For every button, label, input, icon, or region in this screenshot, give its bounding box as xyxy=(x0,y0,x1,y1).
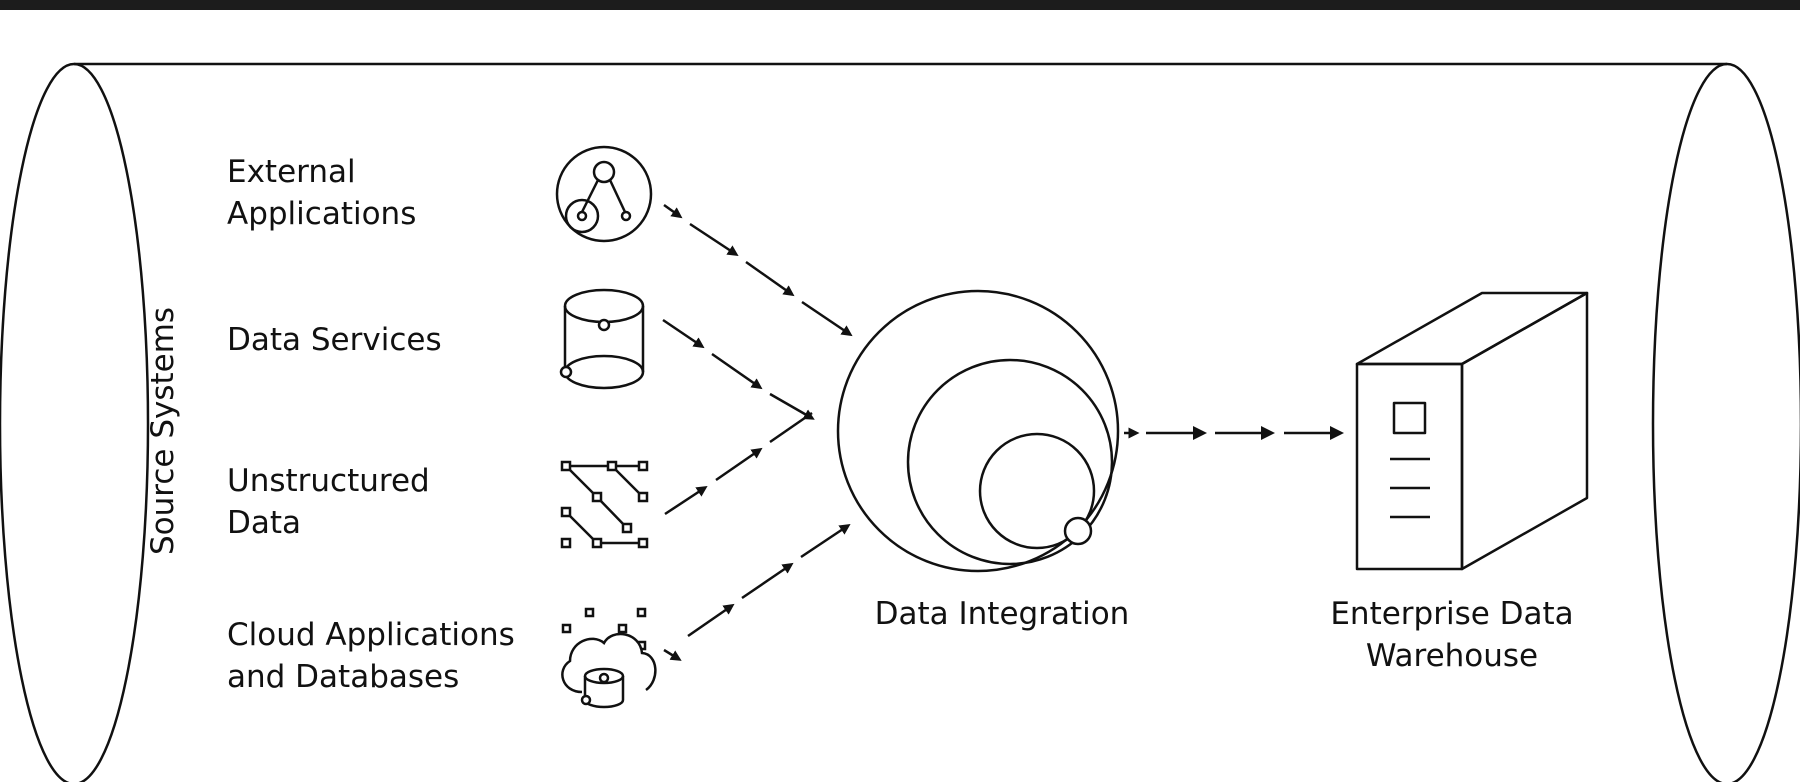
source-label-line-1: Data Services xyxy=(227,322,442,358)
arrow-unstructured-to-hub xyxy=(664,411,813,516)
source-label-line-1: Unstructured xyxy=(227,463,430,499)
pipe-right-end xyxy=(1651,62,1800,782)
database-cylinder-icon xyxy=(559,288,645,390)
concentric-circles-icon xyxy=(836,289,1120,573)
source-label-data-services: Data Services xyxy=(227,319,442,361)
app-network-icon xyxy=(555,145,653,243)
source-label-line-1: Cloud Applications xyxy=(227,617,515,653)
warehouse-label-line-2: Warehouse xyxy=(1365,638,1539,674)
source-label-external-applications: External Applications xyxy=(227,151,416,235)
hub-label: Data Integration xyxy=(874,596,1130,632)
warehouse-label-line-1: Enterprise Data xyxy=(1330,596,1574,632)
top-bar xyxy=(0,0,1800,10)
pipe-cylinder xyxy=(0,62,1800,782)
source-systems-label: Source Systems xyxy=(145,306,181,555)
source-label-line-2: and Databases xyxy=(227,659,460,695)
cloud-database-icon xyxy=(561,607,657,709)
arrow-cloud-to-hub xyxy=(663,523,851,661)
server-tower-icon xyxy=(1355,291,1589,571)
source-label-line-2: Applications xyxy=(227,196,417,232)
arrow-dataservices-to-hub xyxy=(662,318,815,420)
source-label-cloud-applications: Cloud Applications and Databases xyxy=(227,614,515,698)
arrow-external-to-hub xyxy=(663,203,853,337)
source-label-line-1: External xyxy=(227,154,356,190)
unstructured-nodes-icon xyxy=(560,460,649,549)
pipe-left-end xyxy=(0,62,150,782)
warehouse-label: Enterprise Data Warehouse xyxy=(1302,593,1602,677)
source-label-line-2: Data xyxy=(227,505,302,541)
source-arrows xyxy=(662,203,853,661)
source-label-unstructured-data: Unstructured Data xyxy=(227,460,430,544)
